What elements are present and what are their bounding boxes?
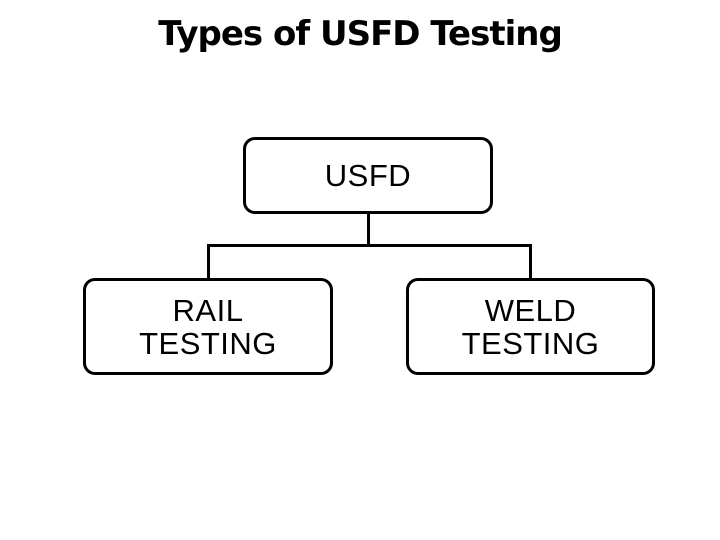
connector-crossbar (206, 244, 532, 247)
node-usfd-label: USFD (324, 158, 412, 193)
connector-left-stem (206, 244, 210, 280)
node-rail-testing: RAIL TESTING (83, 278, 333, 375)
node-usfd: USFD (243, 137, 493, 214)
connector-root-stem (366, 213, 370, 247)
node-weld-testing-label: WELD TESTING (461, 292, 600, 361)
node-rail-testing-label: RAIL TESTING (139, 292, 277, 361)
connector-right-stem (529, 244, 532, 280)
slide-title: Types of USFD Testing (158, 14, 563, 54)
node-weld-testing: WELD TESTING (406, 278, 655, 375)
